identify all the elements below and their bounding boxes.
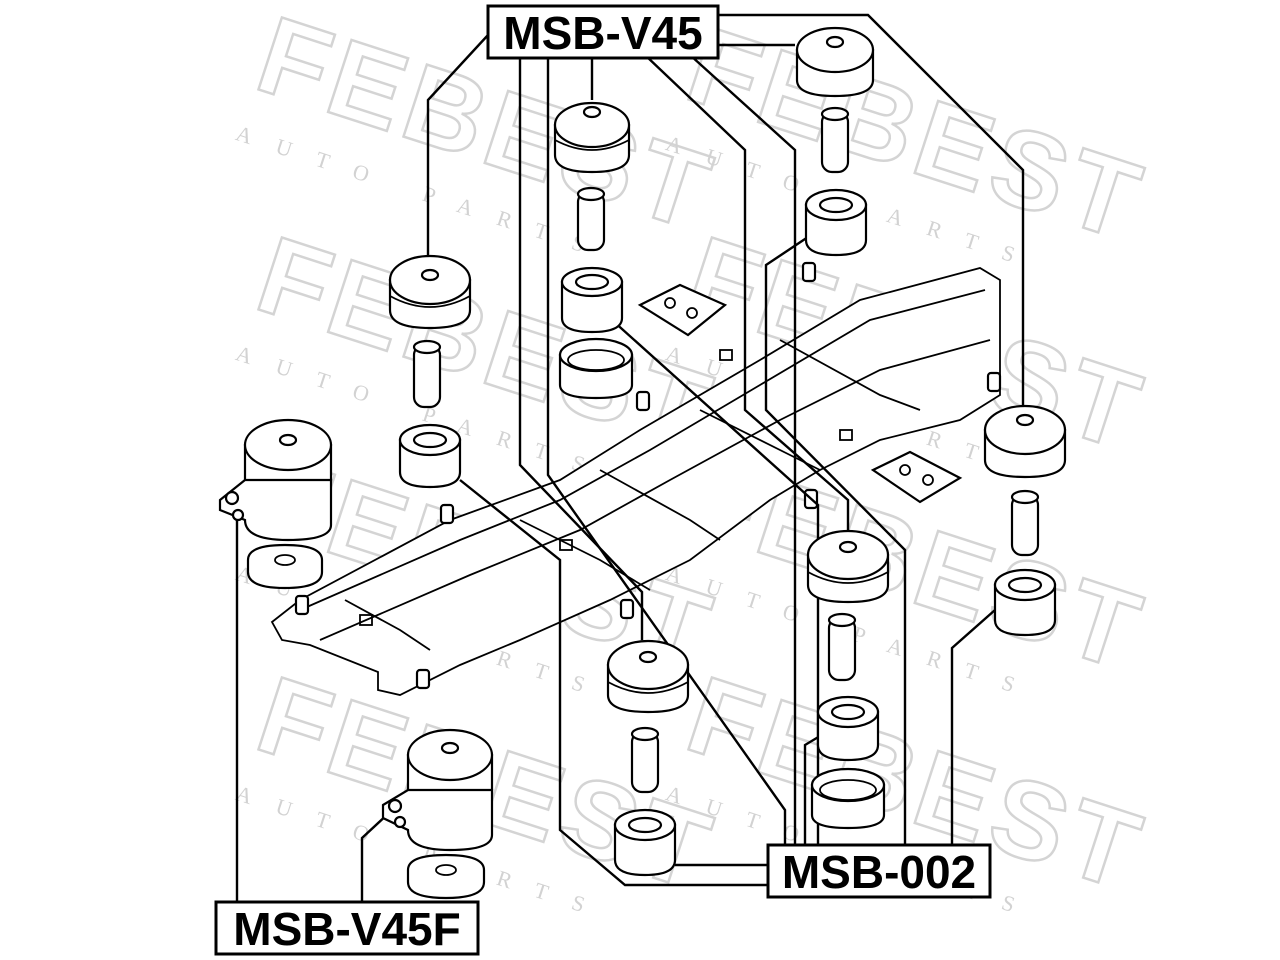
label-msb-002: MSB-002 xyxy=(766,843,992,899)
bushing-stack-left xyxy=(388,254,472,489)
flanged-mount-lower-left xyxy=(381,728,494,900)
label-msb-v45f: MSB-V45F xyxy=(214,900,480,956)
bushing-stack-center xyxy=(806,529,890,830)
label-msb-v45f-text: MSB-V45F xyxy=(233,903,460,955)
label-msb-v45: MSB-V45 xyxy=(486,4,720,60)
bushing-stack-top-center xyxy=(553,101,634,400)
bushing-stack-right xyxy=(983,404,1067,637)
label-msb-v45-text: MSB-V45 xyxy=(503,7,702,59)
flanged-mount-upper-left xyxy=(218,418,333,590)
label-msb-002-text: MSB-002 xyxy=(782,846,976,898)
vehicle-frame xyxy=(270,261,1002,696)
bushing-stack-lower-center xyxy=(606,639,690,877)
bushing-stack-top-right xyxy=(795,26,875,257)
leader-lines xyxy=(235,13,1025,905)
